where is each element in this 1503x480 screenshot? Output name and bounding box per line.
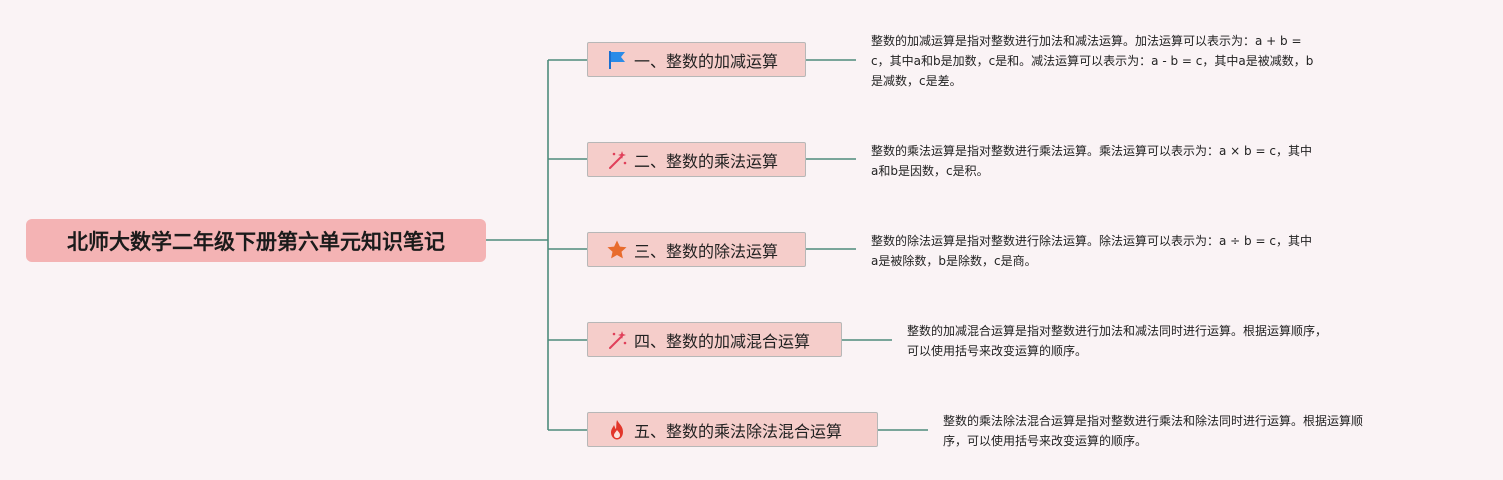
- branch-label: 一、整数的加减运算: [634, 51, 779, 71]
- note-line: 序，可以使用括号来改变运算的顺序。: [943, 434, 1148, 448]
- note-line: 整数的除法运算是指对整数进行除法运算。除法运算可以表示为：a ÷ b = c，其…: [871, 234, 1312, 248]
- branch-label: 二、整数的乘法运算: [634, 151, 779, 171]
- branch-topic-3[interactable]: 三、整数的除法运算: [587, 232, 806, 267]
- root-title: 北师大数学二年级下册第六单元知识笔记: [67, 229, 445, 254]
- branch-topic-4[interactable]: 四、整数的加减混合运算: [587, 322, 842, 357]
- flag-icon: [606, 49, 628, 71]
- branch-label: 四、整数的加减混合运算: [634, 331, 811, 351]
- note-line: 整数的乘法除法混合运算是指对整数进行乘法和除法同时进行运算。根据运算顺: [943, 414, 1364, 428]
- star-icon: [606, 239, 628, 261]
- magic-wand-icon: [606, 329, 628, 351]
- note-5: 整数的乘法除法混合运算是指对整数进行乘法和除法同时进行运算。根据运算顺 序，可以…: [943, 411, 1363, 451]
- branch-topic-5[interactable]: 五、整数的乘法除法混合运算: [587, 412, 878, 447]
- branch-label: 五、整数的乘法除法混合运算: [634, 421, 843, 441]
- note-2: 整数的乘法运算是指对整数进行乘法运算。乘法运算可以表示为：a × b = c，其…: [871, 141, 1312, 181]
- branch-topic-1[interactable]: 一、整数的加减运算: [587, 42, 806, 77]
- note-line: 整数的乘法运算是指对整数进行乘法运算。乘法运算可以表示为：a × b = c，其…: [871, 144, 1312, 158]
- note-3: 整数的除法运算是指对整数进行除法运算。除法运算可以表示为：a ÷ b = c，其…: [871, 231, 1312, 271]
- note-4: 整数的加减混合运算是指对整数进行加法和减法同时进行运算。根据运算顺序， 可以使用…: [907, 321, 1327, 361]
- fire-icon: [606, 419, 628, 441]
- note-line: a是被除数，b是除数，c是商。: [871, 254, 1037, 268]
- note-line: 是减数，c是差。: [871, 74, 962, 88]
- root-topic[interactable]: 北师大数学二年级下册第六单元知识笔记: [26, 219, 486, 262]
- note-1: 整数的加减运算是指对整数进行加法和减法运算。加法运算可以表示为：a + b = …: [871, 31, 1313, 91]
- note-line: 可以使用括号来改变运算的顺序。: [907, 344, 1088, 358]
- note-line: 整数的加减混合运算是指对整数进行加法和减法同时进行运算。根据运算顺序，: [907, 324, 1328, 338]
- note-line: c，其中a和b是加数，c是和。减法运算可以表示为：a - b = c，其中a是被…: [871, 54, 1314, 68]
- note-line: 整数的加减运算是指对整数进行加法和减法运算。加法运算可以表示为：a + b =: [871, 34, 1302, 48]
- magic-wand-icon: [606, 149, 628, 171]
- branch-topic-2[interactable]: 二、整数的乘法运算: [587, 142, 806, 177]
- branch-label: 三、整数的除法运算: [634, 241, 779, 261]
- note-line: a和b是因数，c是积。: [871, 164, 989, 178]
